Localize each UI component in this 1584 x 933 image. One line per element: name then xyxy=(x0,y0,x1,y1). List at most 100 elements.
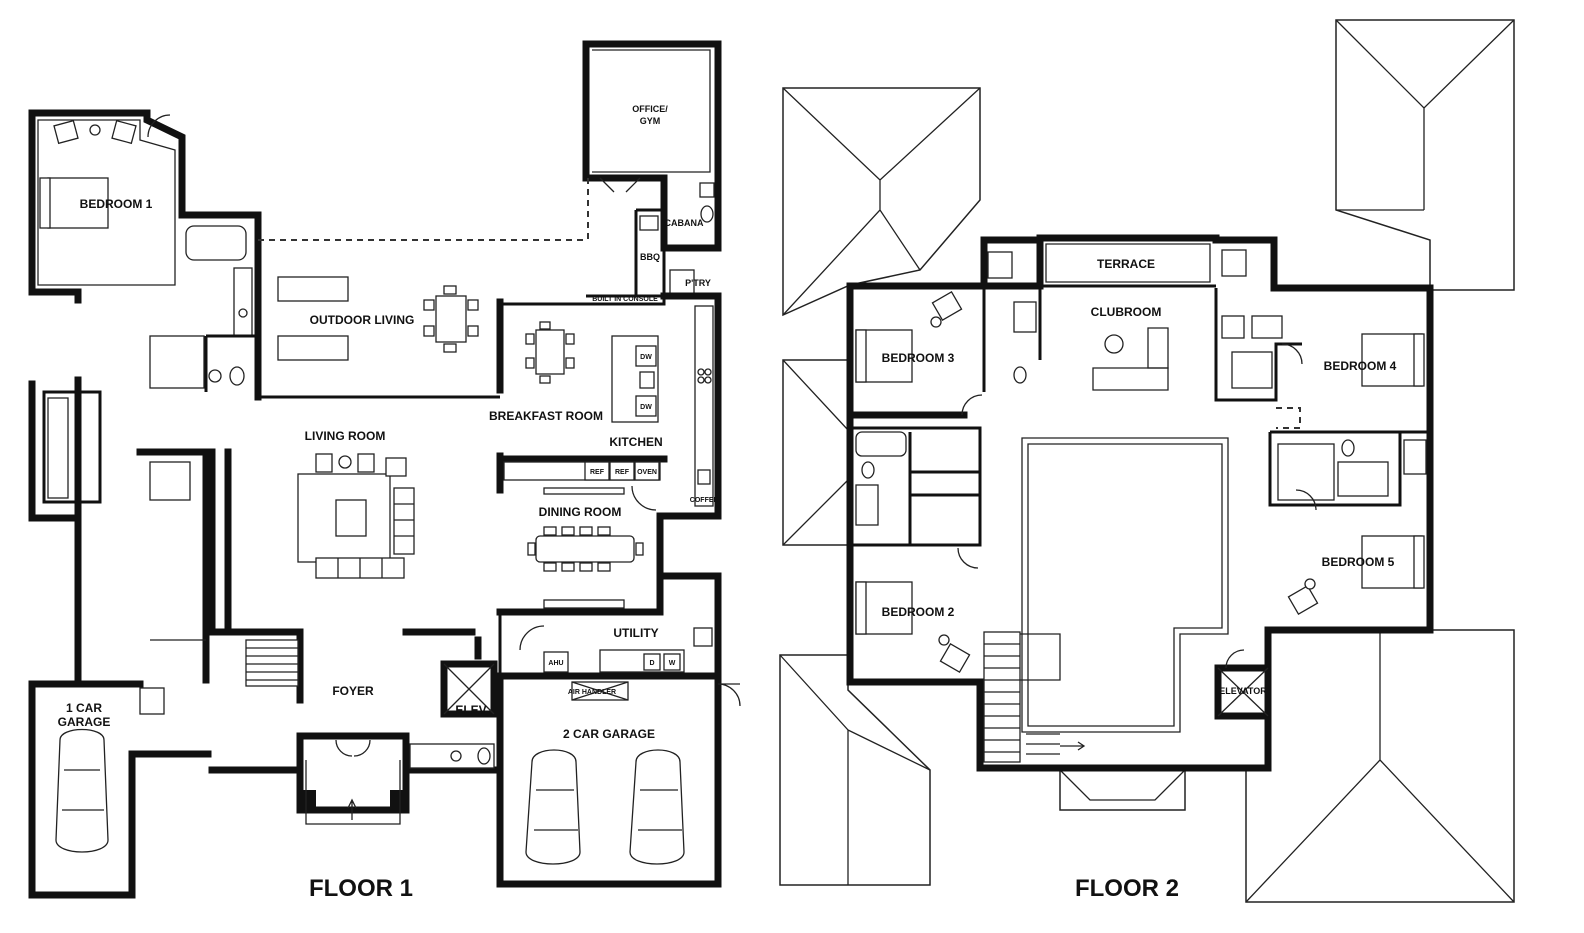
bedroom-2-room xyxy=(855,547,979,674)
floor-2-title: FLOOR 2 xyxy=(1075,875,1179,902)
clubroom-area xyxy=(982,286,1169,392)
bedroom-1-bath xyxy=(149,211,262,401)
sectional-sofa-icon xyxy=(1092,367,1169,391)
clubroom-label: CLUBROOM xyxy=(1091,305,1162,319)
staircase-icon xyxy=(983,631,1021,763)
dining-room-label: DINING ROOM xyxy=(539,505,622,519)
armchair-icon xyxy=(111,119,137,145)
armchair-icon xyxy=(315,453,333,473)
cabana-room xyxy=(634,174,722,297)
open-to-below xyxy=(1021,437,1229,733)
office-gym-room xyxy=(582,40,722,252)
toilet-icon xyxy=(477,747,491,765)
refrigerator-label: REF xyxy=(615,469,630,476)
car-icon xyxy=(55,728,109,853)
staircase-icon xyxy=(245,639,299,687)
two-car-garage-label: 2 CAR GARAGE xyxy=(563,727,655,741)
built-in-console-label: BUILT IN CONSOLE xyxy=(592,296,658,303)
coffee-table-icon xyxy=(335,499,367,537)
terrace-area xyxy=(1040,243,1216,288)
bidet-icon xyxy=(208,369,222,383)
one-car-garage-label-line1: 1 CAR xyxy=(66,701,102,715)
one-car-garage xyxy=(28,680,212,899)
bathtub-icon xyxy=(185,225,247,261)
bed-icon xyxy=(1361,535,1423,589)
left-wing-hall xyxy=(28,288,210,684)
lounge-chair-icon xyxy=(277,335,349,361)
ahu-label: AHU xyxy=(548,660,563,667)
sofa-icon xyxy=(393,487,415,555)
kitchen-counter xyxy=(694,305,714,507)
bathtub-icon xyxy=(855,431,907,457)
pantry-label: P'TRY xyxy=(685,278,711,288)
dishwasher-label: DW xyxy=(640,354,652,361)
office-gym-label-line1: OFFICE/ xyxy=(632,104,668,114)
elevator-label: ELEVATOR xyxy=(1219,686,1267,696)
dining-table-icon xyxy=(435,295,467,343)
toilet-icon xyxy=(700,205,714,223)
living-room-label: LIVING ROOM xyxy=(305,429,386,443)
refrigerator-label: REF xyxy=(590,469,605,476)
bedroom-4-label: BEDROOM 4 xyxy=(1324,359,1397,373)
foyer-area xyxy=(208,628,504,825)
one-car-garage-label-line2: GARAGE xyxy=(58,715,111,729)
bedroom-5-room xyxy=(1287,535,1425,616)
floor-2-stairs xyxy=(983,631,1086,763)
oven-label: OVEN xyxy=(637,469,657,476)
washer-label: W xyxy=(669,660,676,667)
living-room xyxy=(208,448,415,636)
dining-table-icon xyxy=(535,535,635,563)
air-handler-label: AIR HANDLER xyxy=(568,689,616,696)
dining-room xyxy=(496,487,664,616)
armchair-icon xyxy=(357,453,375,473)
dryer-label: D xyxy=(649,660,654,667)
office-gym-label-line2: GYM xyxy=(640,116,661,126)
lounge-chair-icon xyxy=(277,276,349,302)
kitchen-breakfast-area xyxy=(496,292,722,520)
elev-label: ELEV xyxy=(455,703,486,717)
toilet-icon xyxy=(229,366,245,386)
breakfast-room-label: BREAKFAST ROOM xyxy=(489,409,603,423)
floor-2-elevator xyxy=(1214,649,1272,720)
floor-1-plan: BEDROOM 1 OUTDOOR LIVING OFFICE/ GYM CAB… xyxy=(28,40,741,902)
bedroom-3-label: BEDROOM 3 xyxy=(882,351,955,365)
coffee-label: COFFEE xyxy=(690,497,719,504)
armchair-icon xyxy=(939,642,971,674)
bedroom-2-label: BEDROOM 2 xyxy=(882,605,955,619)
outdoor-living-label: OUTDOOR LIVING xyxy=(310,313,415,327)
shower-icon xyxy=(149,335,205,389)
roof-outlines xyxy=(779,19,1515,903)
shared-bath-west xyxy=(850,426,982,547)
bed-icon xyxy=(47,177,109,229)
breakfast-table-icon xyxy=(535,329,565,375)
outdoor-living-area xyxy=(258,239,588,399)
bed-icon xyxy=(1361,333,1423,387)
bedroom-4-room xyxy=(1214,249,1425,429)
dishwasher-label: DW xyxy=(640,404,652,411)
utility-label: UTILITY xyxy=(613,626,658,640)
armchair-icon xyxy=(1287,584,1319,616)
foyer-label: FOYER xyxy=(332,684,374,698)
elevator-shaft xyxy=(440,660,498,718)
toilet-icon xyxy=(861,461,875,479)
two-car-garage xyxy=(496,672,741,888)
bedroom-3-room xyxy=(846,251,1037,419)
car-icon xyxy=(629,749,685,865)
bedroom-5-label: BEDROOM 5 xyxy=(1322,555,1395,569)
floor-1-title: FLOOR 1 xyxy=(309,875,413,902)
floor-2-plan: TERRACE CLUBROOM BEDROOM 3 BEDROOM 4 BED… xyxy=(779,19,1515,903)
car-icon xyxy=(525,749,581,865)
shared-bath-east xyxy=(1268,430,1430,511)
terrace-label: TERRACE xyxy=(1097,257,1155,271)
armchair-icon xyxy=(931,290,963,322)
bedroom-1-label: BEDROOM 1 xyxy=(80,197,153,211)
bbq-label: BBQ xyxy=(640,252,660,262)
toilet-icon xyxy=(1013,366,1027,384)
toilet-icon xyxy=(1341,439,1355,457)
kitchen-label: KITCHEN xyxy=(609,435,662,449)
utility-room xyxy=(498,572,722,680)
armchair-icon xyxy=(53,119,79,145)
bedroom-1-room xyxy=(28,109,186,296)
cabana-label: CABANA xyxy=(665,218,704,228)
